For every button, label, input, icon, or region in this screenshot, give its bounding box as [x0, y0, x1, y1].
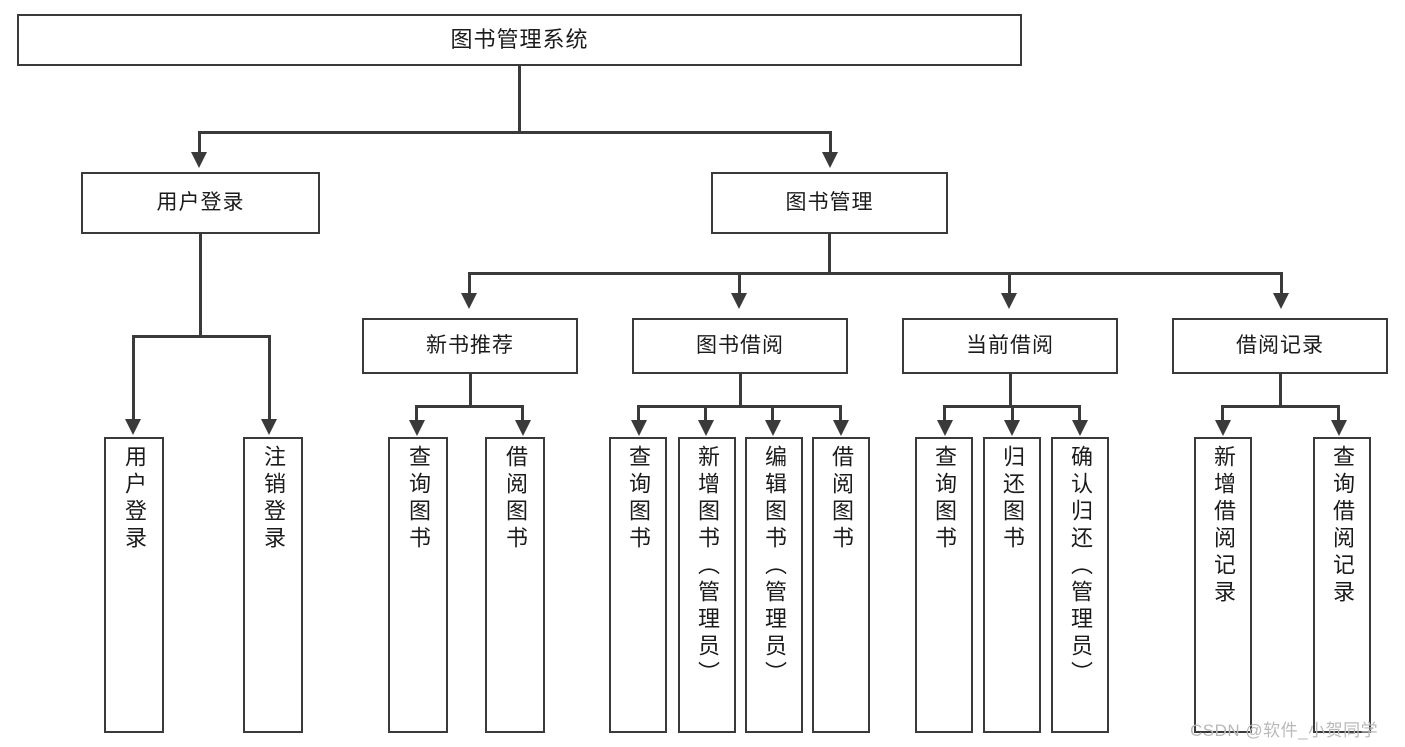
arrow-to-current-borrow [1001, 293, 1017, 309]
connector-level2-drop-1 [468, 272, 471, 294]
leaf-confirm-return-admin[interactable]: 确认归还（管理员） [1051, 437, 1109, 733]
arrow-to-leaf-query-book-1 [409, 420, 425, 436]
node-user-login[interactable]: 用户登录 [81, 172, 320, 234]
connector-borrow-drop-2 [704, 405, 707, 421]
node-label: 图书管理 [785, 190, 874, 214]
connector-record-drop-2 [1337, 405, 1340, 421]
connector-borrow-stem [739, 374, 742, 406]
connector-recommend-drop-1 [415, 405, 418, 421]
connector-level1-left-drop [198, 131, 201, 153]
leaf-label: 查询图书 [406, 445, 431, 553]
leaf-label: 确认归还（管理员） [1068, 445, 1093, 688]
arrow-to-leaf-query-record [1331, 420, 1347, 436]
connector-user-login-right-drop [268, 335, 271, 420]
leaf-query-borrow-record[interactable]: 查询借阅记录 [1313, 437, 1371, 733]
arrow-to-leaf-borrow-book-1 [515, 420, 531, 436]
connector-level1-right-drop [829, 131, 832, 153]
connector-recommend-stem [469, 374, 472, 406]
node-label: 当前借阅 [966, 333, 1054, 357]
leaf-label: 借阅图书 [503, 445, 528, 553]
node-book-management[interactable]: 图书管理 [711, 172, 948, 234]
arrow-to-leaf-confirm-return [1072, 420, 1088, 436]
leaf-query-book-recommend[interactable]: 查询图书 [388, 437, 448, 733]
connector-recommend-drop-2 [521, 405, 524, 421]
leaf-label: 查询借阅记录 [1330, 445, 1355, 607]
connector-level2-drop-2 [738, 272, 741, 294]
connector-user-login-stem [199, 234, 202, 336]
arrow-to-leaf-query-book-3 [937, 420, 953, 436]
node-borrow-record[interactable]: 借阅记录 [1172, 318, 1388, 374]
connector-root-stem [518, 66, 521, 132]
connector-record-bar [1221, 405, 1340, 408]
arrow-to-user-login [191, 152, 207, 168]
arrow-to-leaf-return-book [1004, 420, 1020, 436]
arrow-to-leaf-edit-book [765, 420, 781, 436]
connector-level1-bar [198, 131, 832, 134]
leaf-label: 新增借阅记录 [1211, 445, 1236, 607]
leaf-label: 借阅图书 [829, 445, 854, 553]
arrow-to-book-borrow [731, 293, 747, 309]
node-root-system[interactable]: 图书管理系统 [17, 14, 1022, 66]
leaf-add-book-admin[interactable]: 新增图书（管理员） [678, 437, 736, 733]
connector-current-stem [1009, 374, 1012, 406]
leaf-label: 新增图书（管理员） [695, 445, 720, 688]
connector-record-stem [1279, 374, 1282, 406]
leaf-label: 注销登录 [261, 445, 286, 553]
leaf-borrow-book-recommend[interactable]: 借阅图书 [485, 437, 545, 733]
leaf-label: 归还图书 [1000, 445, 1025, 553]
node-current-borrow[interactable]: 当前借阅 [902, 318, 1118, 374]
node-book-borrow[interactable]: 图书借阅 [632, 318, 848, 374]
arrow-to-leaf-add-book [698, 420, 714, 436]
leaf-edit-book-admin[interactable]: 编辑图书（管理员） [745, 437, 803, 733]
arrow-to-leaf-query-book-2 [631, 420, 647, 436]
arrow-to-borrow-record [1273, 293, 1289, 309]
node-label: 图书借阅 [696, 333, 784, 357]
arrow-to-new-book-recommend [461, 293, 477, 309]
connector-current-drop-1 [943, 405, 946, 421]
leaf-label: 查询图书 [626, 445, 651, 553]
arrow-to-leaf-add-record [1215, 420, 1231, 436]
connector-level2-drop-4 [1280, 272, 1283, 294]
connector-borrow-bar [637, 405, 842, 408]
connector-borrow-drop-1 [637, 405, 640, 421]
connector-current-drop-2 [1011, 405, 1014, 421]
leaf-label: 编辑图书（管理员） [762, 445, 787, 688]
leaf-query-book-borrow[interactable]: 查询图书 [609, 437, 667, 733]
leaf-borrow-book-borrow[interactable]: 借阅图书 [812, 437, 870, 733]
connector-user-login-bar [132, 335, 270, 338]
leaf-logout[interactable]: 注销登录 [243, 437, 303, 733]
arrow-to-book-manage [822, 152, 838, 168]
leaf-return-book[interactable]: 归还图书 [983, 437, 1041, 733]
leaf-query-book-current[interactable]: 查询图书 [915, 437, 973, 733]
connector-recommend-bar [415, 405, 524, 408]
connector-current-drop-3 [1078, 405, 1081, 421]
arrow-to-leaf-borrow-book-2 [833, 420, 849, 436]
connector-borrow-drop-4 [839, 405, 842, 421]
connector-level2-drop-3 [1008, 272, 1011, 294]
arrow-to-leaf-user-login [125, 419, 141, 435]
connector-level2-bar [468, 272, 1283, 275]
leaf-add-borrow-record[interactable]: 新增借阅记录 [1194, 437, 1252, 733]
connector-borrow-drop-3 [771, 405, 774, 421]
node-label: 图书管理系统 [450, 27, 589, 53]
watermark-text: CSDN @软件_小贺同学 [1190, 721, 1379, 740]
leaf-label: 用户登录 [122, 445, 147, 553]
node-label: 用户登录 [156, 190, 245, 214]
node-new-book-recommend[interactable]: 新书推荐 [362, 318, 578, 374]
arrow-to-leaf-logout [261, 419, 277, 435]
leaf-label: 查询图书 [932, 445, 957, 553]
node-label: 借阅记录 [1236, 333, 1324, 357]
connector-book-manage-stem [828, 234, 831, 274]
node-label: 新书推荐 [426, 333, 514, 357]
connector-record-drop-1 [1221, 405, 1224, 421]
connector-user-login-left-drop [132, 335, 135, 420]
leaf-user-login[interactable]: 用户登录 [104, 437, 164, 733]
